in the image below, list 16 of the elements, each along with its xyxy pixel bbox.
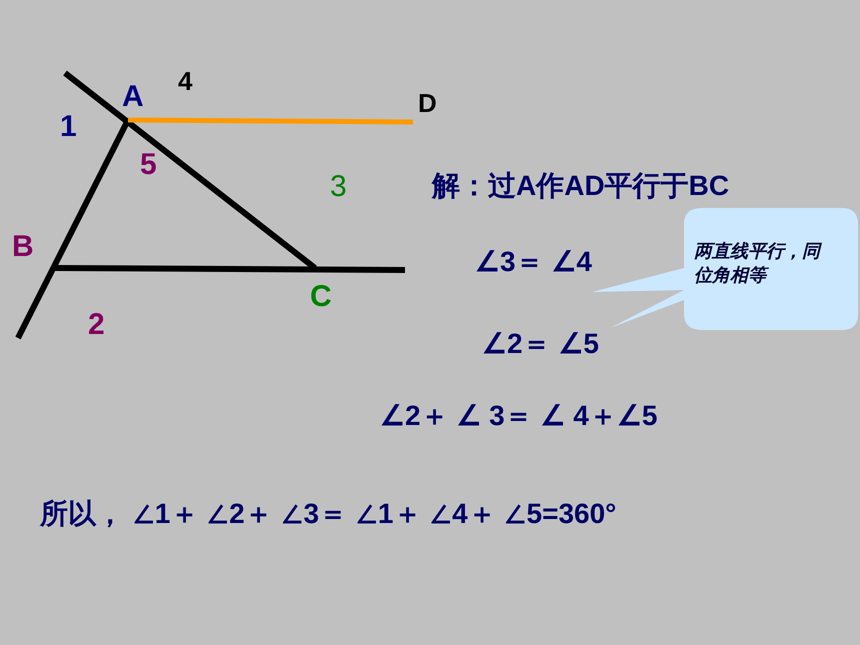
equation-text: ∠2＝ ∠5 (482, 330, 599, 358)
angle-label: 3 (330, 172, 347, 202)
equation-text: ∠3＝ ∠4 (475, 248, 592, 276)
conclusion-text: 所以， ∠1＋ ∠2＋ ∠3＝ ∠1＋ ∠4＋ ∠5=360° (40, 500, 616, 528)
angle-label: 5 (140, 150, 157, 180)
angle-label: 1 (60, 112, 77, 142)
solution-text: 解：过A作AD平行于BC (432, 172, 730, 200)
equation-text: ∠2＋ ∠ 3＝ ∠ 4＋∠5 (380, 402, 658, 430)
angle-label: 4 (178, 68, 192, 94)
point-label: A (122, 82, 144, 112)
angle-label: 2 (88, 310, 105, 340)
point-label: D (418, 90, 437, 116)
point-label: C (310, 282, 332, 312)
speech-bubble (590, 208, 860, 332)
point-label: B (12, 232, 34, 262)
callout-text: 两直线平行，同位角相等 (694, 240, 823, 288)
